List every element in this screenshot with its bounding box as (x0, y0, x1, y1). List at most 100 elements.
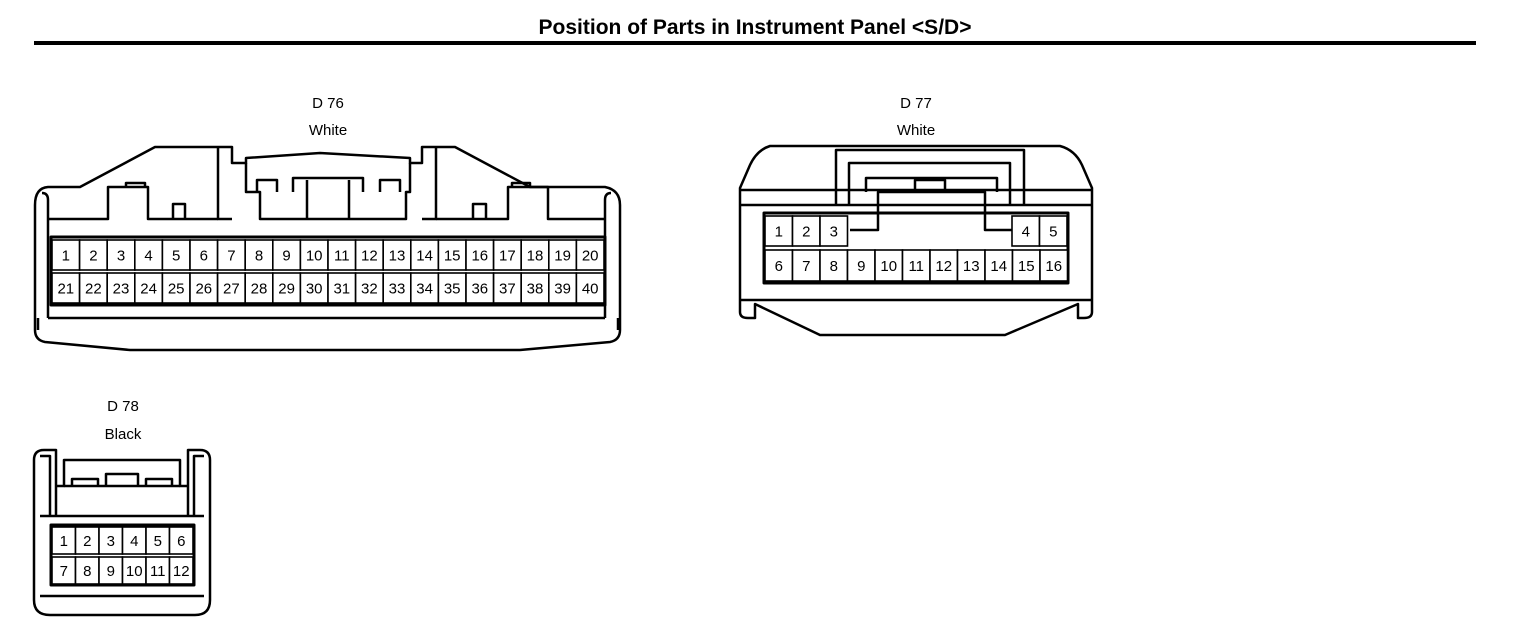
d78-connector-housing (32, 448, 212, 617)
svg-text:2: 2 (89, 248, 97, 265)
d77-pin-11: 11 (901, 249, 931, 282)
svg-text:4: 4 (1022, 224, 1030, 241)
d76-pin-frame (49, 235, 607, 307)
svg-text:39: 39 (554, 281, 571, 298)
d76-pin-3: 3 (106, 239, 136, 271)
svg-text:36: 36 (471, 281, 488, 298)
d76-pin-36: 36 (465, 272, 495, 304)
d77-connector-housing (738, 144, 1094, 337)
svg-text:17: 17 (499, 248, 516, 265)
svg-text:35: 35 (444, 281, 461, 298)
title-rule (34, 41, 1476, 45)
d78-pin-3: 3 (98, 526, 124, 555)
svg-text:23: 23 (113, 281, 130, 298)
svg-text:10: 10 (880, 258, 897, 275)
svg-text:32: 32 (361, 281, 378, 298)
svg-text:38: 38 (527, 281, 544, 298)
svg-text:4: 4 (130, 533, 138, 550)
svg-text:33: 33 (389, 281, 406, 298)
svg-text:6: 6 (177, 533, 185, 550)
svg-text:26: 26 (195, 281, 212, 298)
svg-text:5: 5 (1049, 224, 1057, 241)
d77-pin-2: 2 (791, 215, 821, 247)
d77-pin-10: 10 (874, 249, 904, 282)
svg-text:7: 7 (227, 248, 235, 265)
d76-pin-5: 5 (161, 239, 191, 271)
svg-text:19: 19 (554, 248, 571, 265)
d76-pin-18: 18 (520, 239, 550, 271)
d77-pin-14: 14 (984, 249, 1014, 282)
d77-pin-8: 8 (819, 249, 849, 282)
d77-pin-9: 9 (846, 249, 876, 282)
d77-pin-4: 4 (1011, 215, 1041, 247)
d76-pin-21: 21 (51, 272, 81, 304)
d76-pin-14: 14 (409, 239, 440, 271)
d76-pin-19: 19 (547, 239, 578, 271)
d76-pin-16: 16 (465, 239, 495, 271)
d76-pin-4: 4 (134, 239, 164, 271)
svg-text:11: 11 (150, 563, 166, 580)
d76-pin-2: 2 (78, 239, 108, 271)
svg-text:8: 8 (830, 258, 838, 275)
svg-text:10: 10 (306, 248, 323, 265)
svg-text:14: 14 (990, 258, 1007, 275)
svg-text:10: 10 (126, 563, 143, 580)
d77-pin-frame (762, 211, 1070, 285)
d77-pin-5: 5 (1038, 215, 1068, 247)
d77-pin-3: 3 (819, 215, 849, 247)
svg-text:2: 2 (83, 533, 91, 550)
d76-pin-33: 33 (382, 272, 412, 304)
d76-pin-23: 23 (106, 272, 136, 304)
d78-color-label: Black (104, 426, 142, 443)
d76-pin-7: 7 (216, 239, 247, 271)
svg-text:13: 13 (963, 258, 980, 275)
d77-pin-7: 7 (791, 249, 821, 282)
d78-pin-7: 7 (51, 556, 77, 585)
d76-pin-15: 15 (437, 239, 467, 271)
d76-pin-20: 20 (575, 239, 605, 271)
d76-pin-32: 32 (354, 272, 385, 304)
d76-pin-34: 34 (409, 272, 440, 304)
d76-pin-28: 28 (244, 272, 274, 304)
svg-text:5: 5 (172, 248, 180, 265)
d78-pin-frame (49, 523, 196, 587)
svg-text:1: 1 (775, 224, 783, 241)
svg-text:14: 14 (416, 248, 433, 265)
svg-text:12: 12 (935, 258, 952, 275)
d76-pin-9: 9 (271, 239, 302, 271)
d77-pin-15: 15 (1011, 249, 1041, 282)
d76-id-label: D 76 (312, 95, 344, 112)
svg-text:3: 3 (117, 248, 125, 265)
svg-text:4: 4 (144, 248, 152, 265)
d76-pin-26: 26 (189, 272, 219, 304)
page-title: Position of Parts in Instrument Panel <S… (538, 16, 972, 39)
svg-text:3: 3 (107, 533, 115, 550)
d76-color-label: White (308, 122, 348, 139)
svg-text:29: 29 (278, 281, 295, 298)
svg-text:15: 15 (1018, 258, 1035, 275)
d76-pin-37: 37 (492, 272, 523, 304)
d76-pin-1: 1 (51, 239, 81, 271)
d76-pin-38: 38 (520, 272, 550, 304)
d77-pin-12: 12 (929, 249, 959, 282)
d76-pin-27: 27 (216, 272, 247, 304)
svg-text:1: 1 (62, 248, 70, 265)
svg-text:9: 9 (282, 248, 290, 265)
d76-pin-10: 10 (299, 239, 329, 271)
d76-pin-8: 8 (244, 239, 274, 271)
svg-text:24: 24 (140, 281, 157, 298)
d77-id-label: D 77 (900, 95, 932, 112)
svg-text:21: 21 (57, 281, 74, 298)
svg-text:8: 8 (255, 248, 263, 265)
d78-pin-4: 4 (121, 526, 147, 555)
svg-text:11: 11 (334, 248, 350, 265)
svg-text:30: 30 (306, 281, 323, 298)
svg-text:16: 16 (471, 248, 488, 265)
svg-text:2: 2 (802, 224, 810, 241)
svg-text:31: 31 (333, 281, 350, 298)
d76-pin-31: 31 (327, 272, 357, 304)
svg-text:40: 40 (582, 281, 599, 298)
svg-text:18: 18 (527, 248, 544, 265)
svg-text:6: 6 (775, 258, 783, 275)
